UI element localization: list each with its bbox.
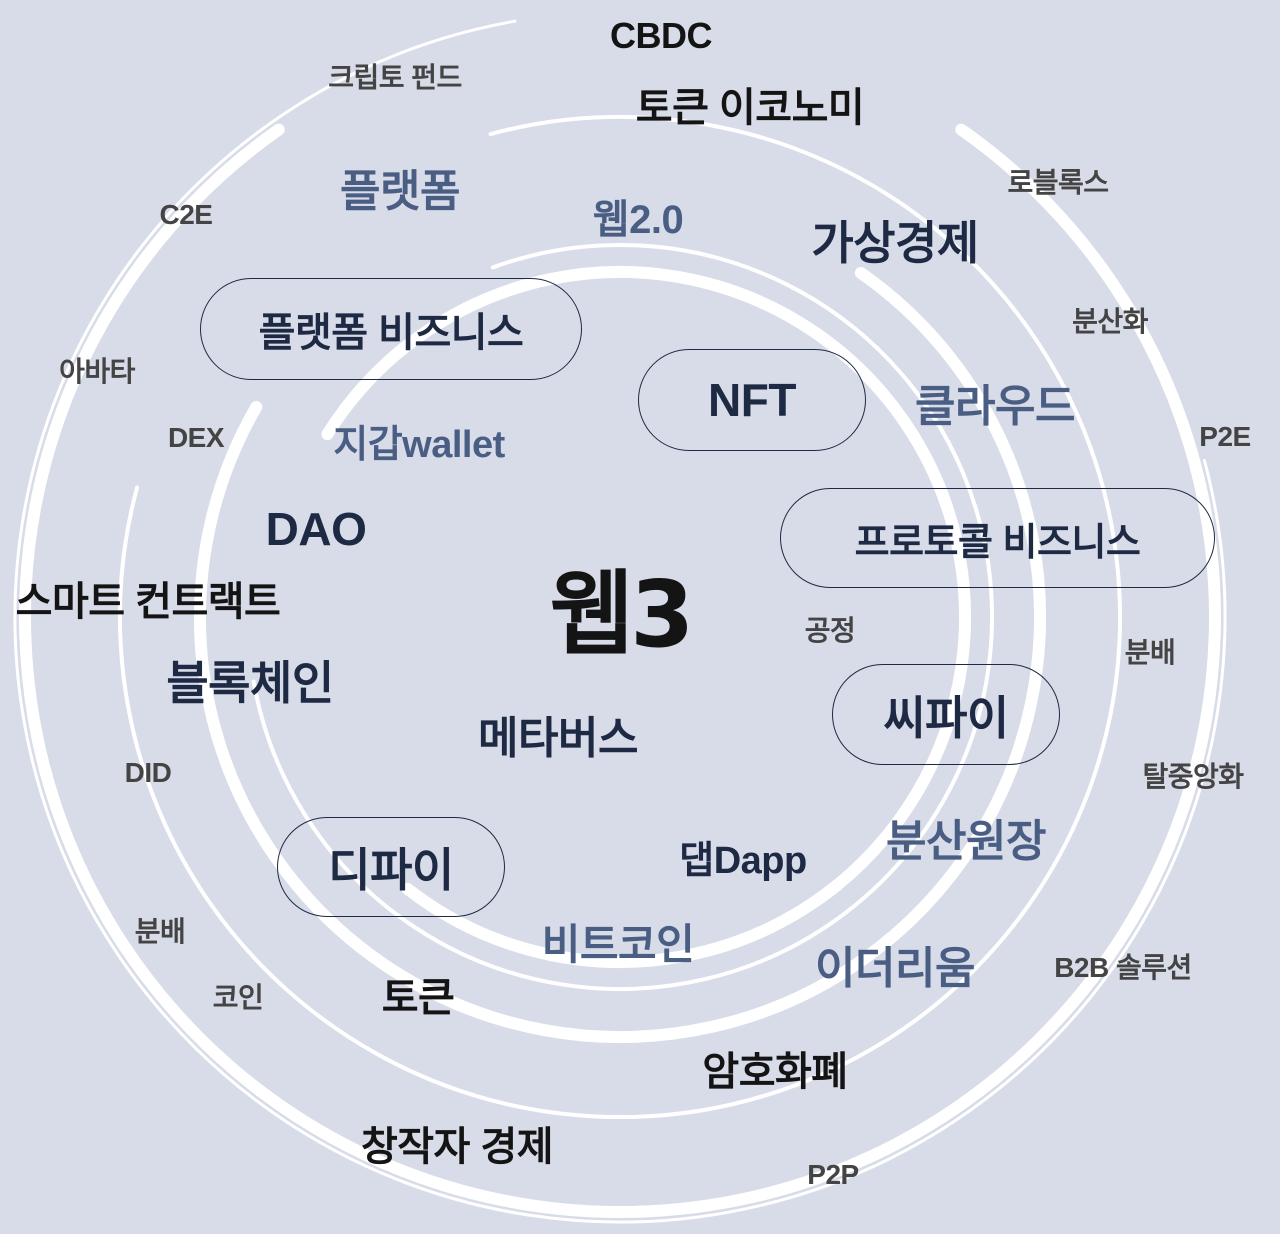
term-virtual-economy: 가상경제 [811, 217, 979, 269]
term-dex: DEX [167, 422, 225, 453]
term-distributed-ledger: 분산원장 [886, 817, 1046, 866]
pill-label: 디파이 [328, 844, 454, 896]
term-smart-contract: 스마트 컨트랙트 [15, 580, 281, 624]
term-wallet: 지갑wallet [333, 424, 505, 466]
term-dapp: 댑Dapp [679, 840, 807, 882]
term-cbdc: CBDC [610, 15, 713, 56]
term-web2: 웹2.0 [592, 198, 684, 242]
pill-protocol-business: 프로토콜 비즈니스 [780, 488, 1215, 588]
term-metaverse: 메타버스 [478, 714, 638, 763]
term-cloud: 클라우드 [915, 382, 1075, 431]
pill-label: 프로토콜 비즈니스 [854, 521, 1141, 564]
term-token-economy: 토큰 이코노미 [635, 86, 865, 130]
term-crypto-currency: 암호화폐 [702, 1050, 848, 1094]
term-c2e: C2E [159, 199, 213, 230]
term-p2p: P2P [807, 1159, 859, 1190]
term-p2e: P2E [1199, 421, 1251, 452]
term-blockchain: 블록체인 [166, 657, 334, 709]
term-decentralization: 분산화 [1072, 306, 1148, 337]
pill-label: 플랫폼 비즈니스 [258, 311, 524, 355]
term-ethereum: 이더리움 [815, 944, 975, 993]
pill-label: NFT [708, 374, 796, 426]
term-distribution-left: 분배 [134, 916, 186, 947]
ring-middle-thin [118, 115, 1122, 1119]
pill-label: 씨파이 [883, 691, 1009, 744]
ring-outer-thin [13, 19, 1227, 1224]
term-fairness: 공정 [804, 615, 856, 646]
center-term-web3: 웹3 [549, 561, 695, 668]
term-decentralize2: 탈중앙화 [1142, 761, 1244, 792]
term-crypto-fund: 크립토 펀드 [328, 62, 462, 93]
pill-cefi: 씨파이 [832, 664, 1060, 765]
term-token: 토큰 [381, 976, 455, 1020]
pill-defi: 디파이 [277, 817, 505, 917]
term-creator-economy: 창작자 경제 [360, 1125, 554, 1169]
ring-middle-thick [194, 266, 1046, 1043]
term-bitcoin: 비트코인 [541, 921, 695, 968]
pill-nft: NFT [638, 349, 866, 451]
term-coin: 코인 [212, 982, 264, 1013]
term-b2b-solution: B2B 솔루션 [1054, 952, 1192, 983]
term-platform: 플랫폼 [340, 167, 460, 216]
term-dao: DAO [265, 503, 367, 555]
term-roblox: 로블록스 [1007, 167, 1109, 198]
ring-inner-thin [251, 243, 994, 991]
term-avatar: 아바타 [59, 356, 135, 387]
pill-platform-business: 플랫폼 비즈니스 [200, 278, 582, 380]
term-distribution-right: 분배 [1124, 637, 1176, 668]
term-did: DID [124, 757, 172, 788]
